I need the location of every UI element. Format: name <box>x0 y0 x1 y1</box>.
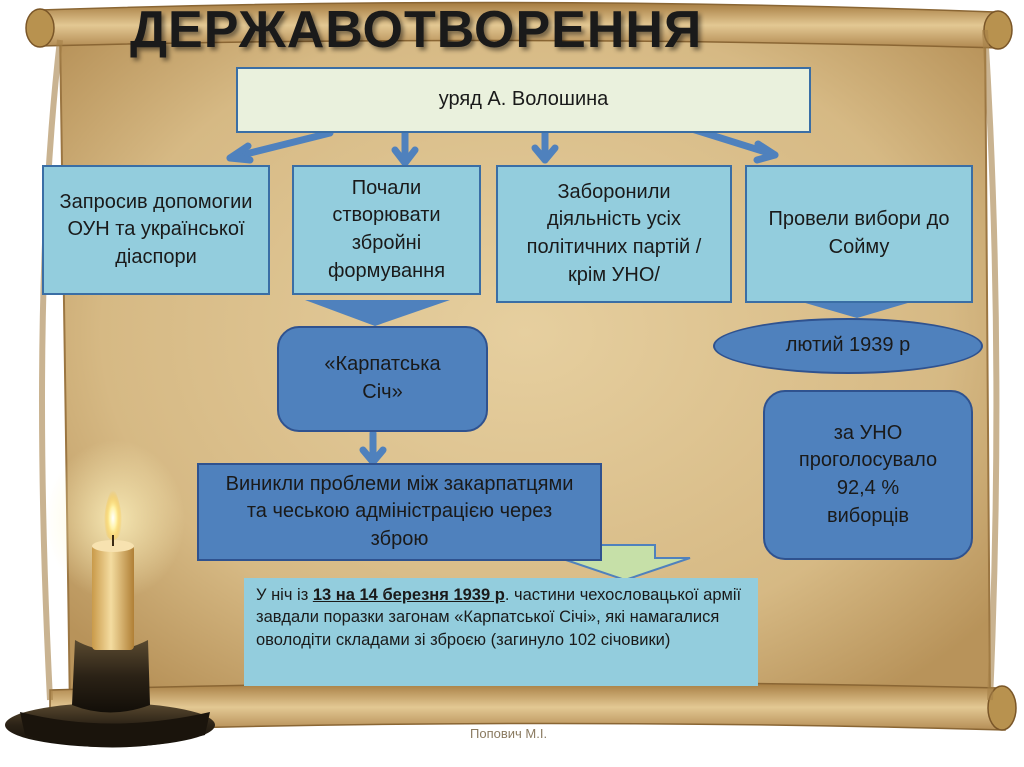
action-box-2: Почали створювати збройні формування <box>292 165 481 295</box>
note-prefix: У ніч із <box>256 586 313 604</box>
block-arrow-to-sich <box>305 300 450 326</box>
block-arrow-to-date <box>795 288 918 318</box>
election-date-oval: лютий 1939 р <box>713 318 983 374</box>
karpatska-sich-box: «Карпатська Січ» <box>277 326 488 432</box>
action-box-1: Запросив допомогии ОУН та української ді… <box>42 165 270 295</box>
karpatska-sich-label: «Карпатська Січ» <box>324 353 441 403</box>
government-label: уряд А. Волошина <box>438 88 609 111</box>
action-label-4: Провели вибори до Сойму <box>768 208 950 258</box>
action-box-3: Заборонили діяльність усіх політичних па… <box>496 165 732 303</box>
problems-box: Виникли проблеми між закарпатцями та чес… <box>197 463 602 561</box>
government-box: уряд А. Волошина <box>236 67 811 133</box>
action-label-3: Заборонили діяльність усіх політичних па… <box>526 180 702 286</box>
page-title: ДЕРЖАВОТВОРЕННЯ <box>130 1 703 59</box>
march-events-note: У ніч із 13 на 14 березня 1939 р. частин… <box>244 578 758 686</box>
action-label-1: Запросив допомогии ОУН та української ді… <box>59 190 253 268</box>
note-suffix: . частини чехословацької армії завдали п… <box>256 586 742 649</box>
problems-label: Виникли проблеми між закарпатцями та чес… <box>225 472 574 550</box>
election-date-label: лютий 1939 р <box>785 334 911 357</box>
election-result-box: за УНО проголосувало 92,4 % виборців <box>763 390 973 560</box>
author-footer: Попович М.І. <box>470 726 548 741</box>
arrow-to-box-1 <box>226 129 334 162</box>
action-box-4: Провели вибори до Сойму <box>745 165 973 303</box>
note-date: 13 на 14 березня 1939 р <box>312 586 505 604</box>
action-label-2: Почали створювати збройні формування <box>327 176 446 282</box>
election-result-label: за УНО проголосувало 92,4 % виборців <box>798 421 938 527</box>
